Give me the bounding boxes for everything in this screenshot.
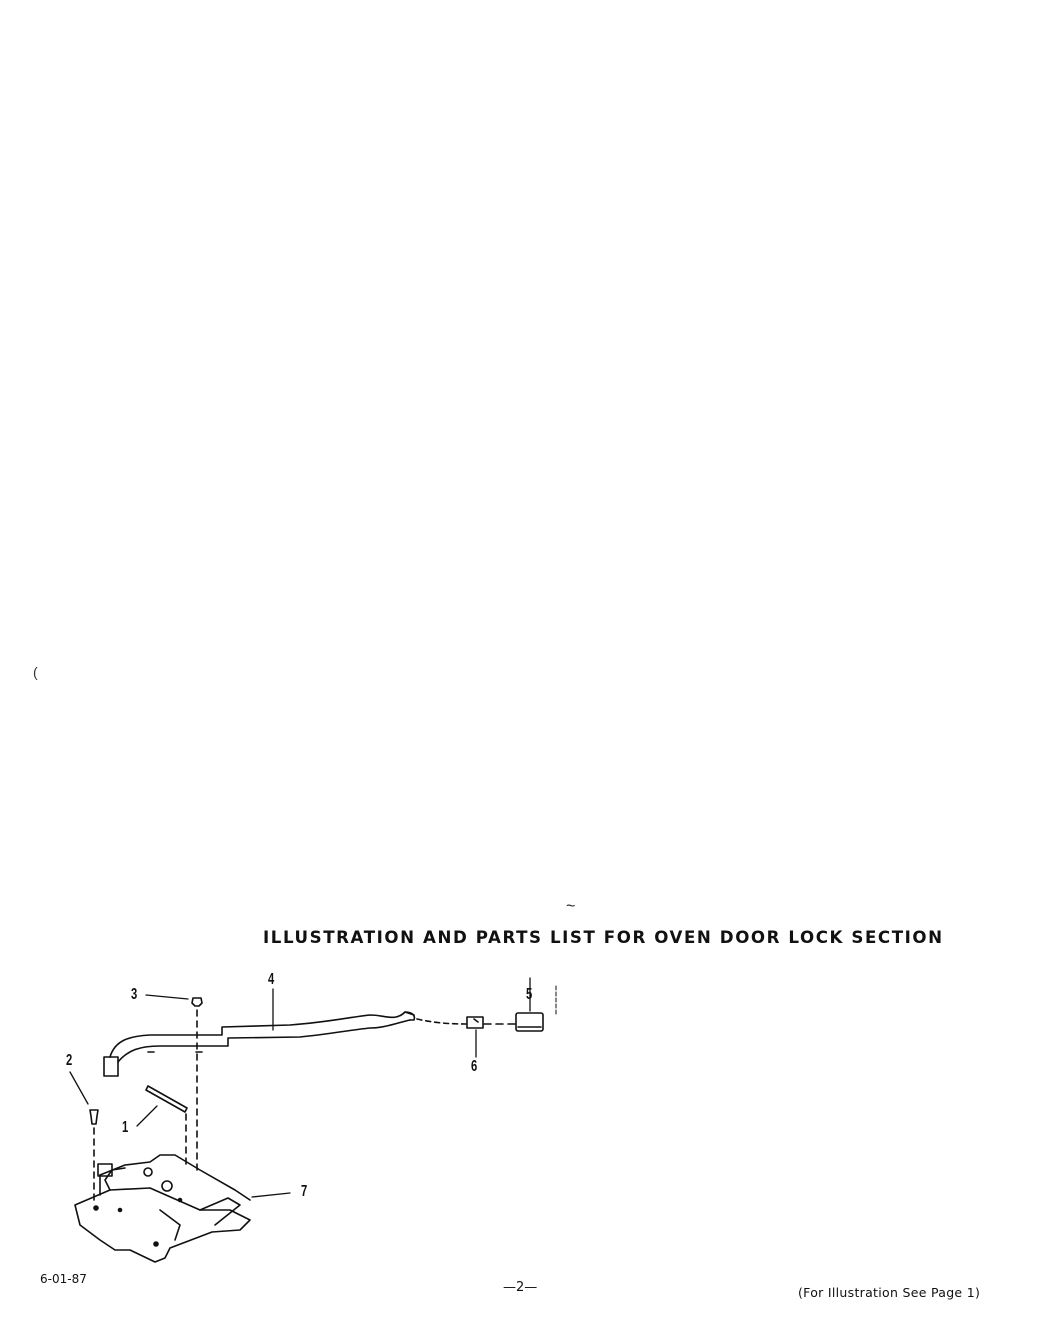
part-5-knob — [515, 1012, 544, 1032]
stray-mark-tilde: ~ — [566, 898, 576, 915]
part-6-clip — [466, 1016, 484, 1029]
part-7-bracket-assembly — [74, 1154, 251, 1263]
callout-leaders — [69, 977, 531, 1198]
callout-3: 3 — [131, 986, 138, 1003]
part-2-screw — [89, 1109, 99, 1206]
stray-mark-bracket: ( — [33, 664, 38, 680]
part-1-spring — [145, 1085, 188, 1166]
callout-7: 7 — [301, 1183, 308, 1200]
page-number: —2— — [503, 1280, 538, 1295]
footer-note: (For Illustration See Page 1) — [798, 1285, 981, 1300]
date-code: 6-01-87 — [40, 1272, 87, 1286]
callout-5: 5 — [526, 986, 533, 1003]
callout-2: 2 — [66, 1052, 73, 1069]
page-title: ILLUSTRATION AND PARTS LIST FOR OVEN DOO… — [263, 928, 944, 948]
callout-4: 4 — [268, 971, 275, 988]
callout-6: 6 — [471, 1058, 478, 1075]
part-4-lock-lever — [103, 1011, 416, 1077]
callout-1: 1 — [122, 1119, 129, 1136]
part-3-screw — [191, 997, 203, 1171]
